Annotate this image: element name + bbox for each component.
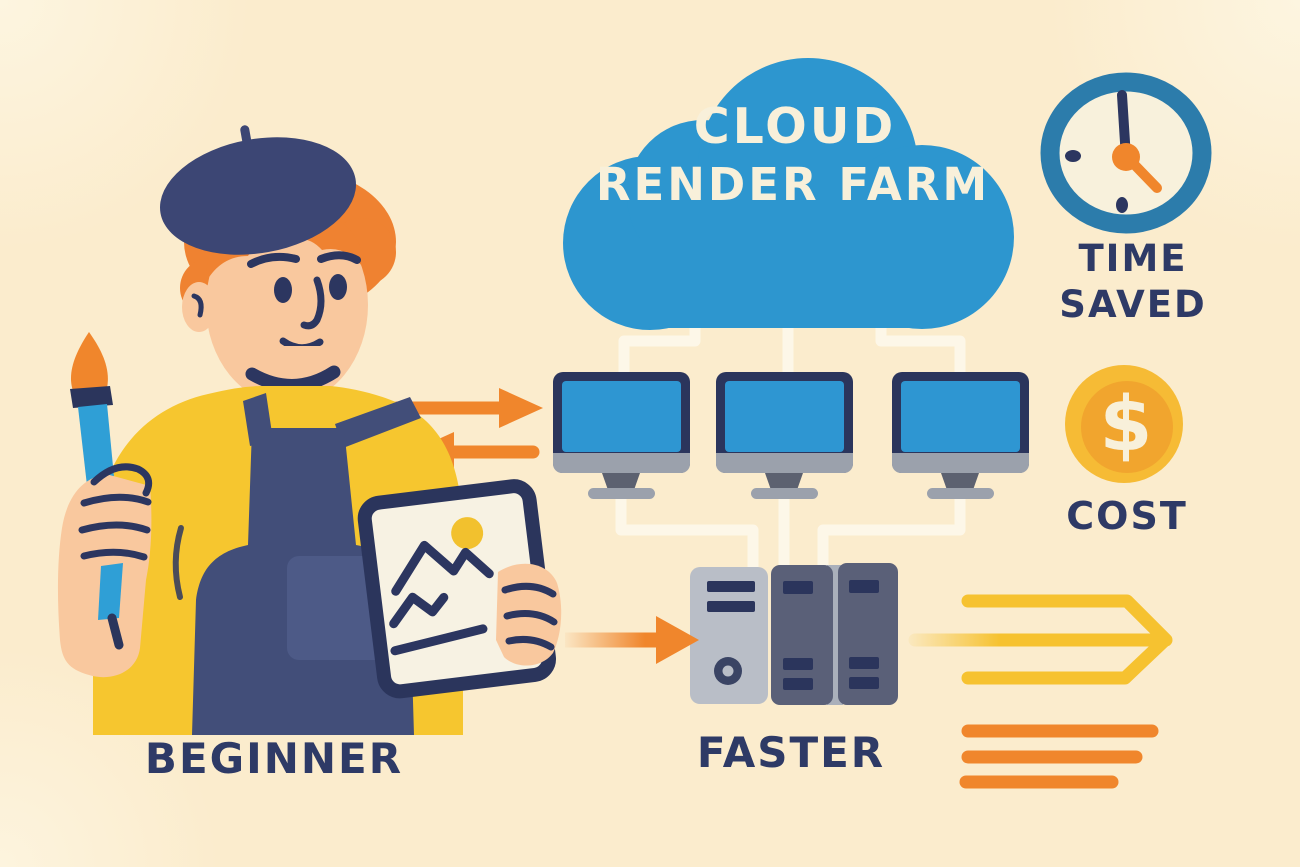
speed-lines <box>959 724 1159 789</box>
faster-label: FASTER <box>696 728 886 777</box>
clock-icon <box>1040 72 1212 234</box>
cloud-title-line1: CLOUD <box>693 98 897 155</box>
paintbrush-handle-lower <box>98 563 123 620</box>
time-saved-label: TIME SAVED <box>1059 236 1206 328</box>
right-hand-fingers <box>501 582 558 651</box>
time-saved-line1: TIME <box>1078 237 1188 280</box>
dollar-symbol: $ <box>1099 379 1153 468</box>
left-hand-fingers <box>78 463 153 561</box>
monitor-icon <box>716 372 853 499</box>
dollar-coin-icon <box>1065 365 1183 483</box>
artist-illustration <box>57 125 562 735</box>
cost-label: COST <box>1066 494 1188 538</box>
server-rack-icon <box>690 563 898 705</box>
monitor-row <box>553 372 1029 499</box>
cloud-title-line2: RENDER FARM <box>595 158 991 211</box>
beginner-label: BEGINNER <box>144 734 404 783</box>
monitor-icon <box>553 372 690 499</box>
monitor-icon <box>892 372 1029 499</box>
fast-arrow-icon <box>908 594 1173 685</box>
arrow-into-server-icon <box>565 616 699 664</box>
cloud-shape <box>563 58 1014 330</box>
time-saved-line2: SAVED <box>1059 283 1207 326</box>
beret-icon <box>160 125 356 255</box>
